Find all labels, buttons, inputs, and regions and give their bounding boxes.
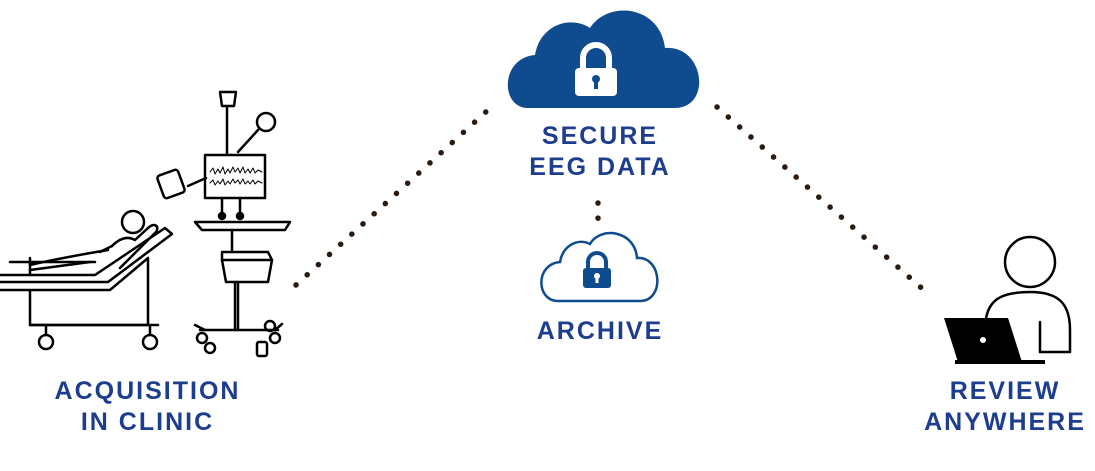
bed-icon	[0, 226, 174, 351]
connectors	[293, 104, 929, 295]
cloud-lock-outline-icon	[540, 231, 659, 303]
review-label-line1: REVIEW	[949, 377, 1061, 405]
person-head-icon	[1003, 235, 1057, 289]
connector-acquisition-to-secure	[293, 107, 491, 288]
secure-eeg-data-label: SECURE EEG DATA	[515, 121, 685, 183]
clinic-bed-eeg-cart-icon	[0, 90, 292, 358]
cloud-lock-icon	[507, 10, 700, 108]
secure-label-line2: EEG DATA	[529, 153, 671, 181]
person-body-icon	[983, 290, 1072, 358]
acquisition-in-clinic-label: ACQUISITION IN CLINIC	[30, 376, 265, 438]
acquisition-label-line2: IN CLINIC	[80, 408, 215, 436]
connector-secure-to-review	[714, 104, 929, 295]
review-anywhere-label: REVIEW ANYWHERE	[920, 376, 1090, 438]
acquisition-label-line1: ACQUISITION	[54, 377, 241, 405]
review-label-line2: ANYWHERE	[924, 408, 1086, 436]
archive-label-line1: ARCHIVE	[536, 317, 664, 345]
person-laptop-icon	[944, 235, 1072, 364]
secure-label-line1: SECURE	[541, 122, 659, 150]
patient-icon	[28, 209, 159, 272]
archive-label: ARCHIVE	[515, 316, 685, 347]
eeg-cart-icon	[156, 90, 292, 358]
